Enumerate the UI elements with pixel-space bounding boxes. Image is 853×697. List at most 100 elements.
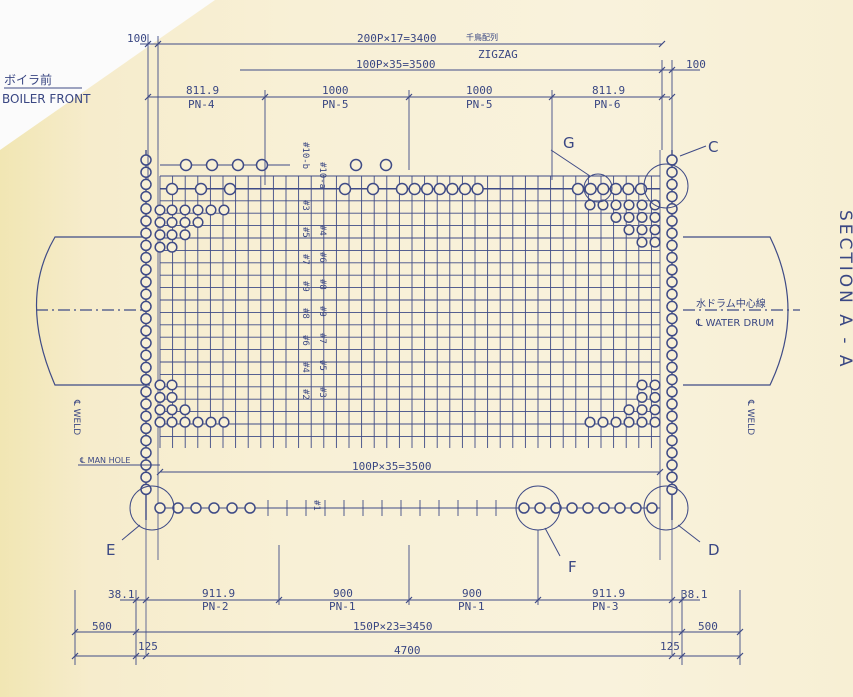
row-label-a: #9 (300, 281, 310, 292)
tube (140, 386, 152, 398)
top-dim-right-100: 100 (686, 58, 706, 71)
tube (666, 276, 678, 288)
upper-panel-1-name: PN-4 (188, 98, 215, 111)
bottom-dim-right-125: 125 (660, 640, 680, 653)
top-dim-200p-note: 千鳥配列 (466, 32, 498, 42)
dimension-tick (658, 93, 666, 101)
tube (154, 229, 166, 241)
lower-panel-3-dim: 900 (462, 587, 482, 600)
water-drum-en: ℄ WATER DRUM (695, 318, 774, 329)
tube (666, 447, 678, 459)
tube (636, 391, 648, 403)
tube (226, 502, 238, 514)
tube (582, 502, 594, 514)
tube (140, 288, 152, 300)
detail-marker-e: E (106, 541, 115, 559)
tube (646, 502, 658, 514)
tube (205, 158, 219, 172)
tube (218, 204, 230, 216)
tube (223, 182, 237, 196)
tube (433, 182, 447, 196)
tube (192, 204, 204, 216)
row-labels: #10-b#3#5#7#9#8#6#4#2#10-a#4#6#8#9#7#5#3… (300, 142, 327, 511)
tube (218, 416, 230, 428)
tube (666, 471, 678, 483)
dimension-tick (548, 93, 556, 101)
tube (140, 398, 152, 410)
detail-marker-d: D (708, 541, 720, 559)
dimension-tick (71, 652, 79, 660)
tube (154, 416, 166, 428)
tube (666, 410, 678, 422)
row-label-bottom: #1 (311, 500, 321, 511)
tube (179, 416, 191, 428)
tube (666, 190, 678, 203)
tube (140, 203, 152, 215)
tube (666, 251, 678, 264)
tube (636, 236, 648, 248)
tube (666, 215, 678, 227)
tube (395, 182, 409, 196)
tube (179, 229, 191, 241)
tube (154, 404, 166, 416)
tube (666, 422, 678, 435)
detail-c-circle (643, 163, 689, 209)
bottom-dim-right-38: 38.1 (681, 588, 708, 601)
row-label-a: #8 (300, 308, 310, 319)
tube (179, 216, 191, 228)
dimension-tick (154, 40, 162, 48)
tube (166, 241, 178, 253)
dimension-tick (144, 40, 152, 48)
tube (666, 264, 678, 276)
detail-marker-c: C (708, 138, 718, 156)
dimension-tick (658, 66, 666, 74)
tube (154, 204, 166, 216)
tube (596, 182, 610, 196)
row-label-a: #2 (300, 389, 310, 400)
lower-panel-1-name: PN-2 (202, 600, 229, 613)
tube (666, 300, 678, 313)
row-label-a: #10-b (300, 142, 310, 169)
tube (636, 199, 648, 211)
boiler-front-jp: ボイラ前 (4, 72, 52, 87)
tube (446, 182, 459, 196)
row-label-a: #5 (300, 227, 310, 238)
tube (165, 182, 179, 196)
tube (140, 337, 152, 349)
row-label-a: #4 (300, 362, 310, 373)
lower-panel-1-dim: 911.9 (202, 587, 235, 600)
dimension-tick (275, 596, 283, 604)
tube (179, 204, 191, 216)
row-label-b: #5 (317, 360, 327, 371)
detail-e-circle (129, 485, 175, 531)
tube (205, 204, 217, 216)
dimension-tick (142, 652, 150, 660)
dimension-ticks (71, 40, 744, 660)
tube (179, 404, 191, 416)
tube (623, 416, 635, 428)
tube (140, 349, 152, 361)
tube (636, 211, 648, 223)
zigzag-label: ZIGZAG (478, 48, 518, 61)
middle-dim-100p: 100P×35=3500 (352, 460, 431, 473)
detail-g-circle (583, 173, 613, 203)
tube (518, 502, 530, 514)
tube (614, 502, 626, 514)
tube (244, 502, 256, 514)
top-dim-100p: 100P×35=3500 (356, 58, 435, 71)
tube (192, 216, 204, 228)
tube (140, 251, 152, 264)
tube (154, 502, 166, 514)
tube (179, 158, 193, 172)
tube (666, 434, 678, 447)
tube (666, 337, 678, 349)
dimension-tick (405, 93, 413, 101)
tube (166, 416, 178, 428)
dimension-tick (668, 66, 676, 74)
tube (140, 264, 152, 276)
row-label-b: #7 (317, 333, 327, 344)
tube (622, 182, 635, 196)
tube (623, 224, 635, 236)
